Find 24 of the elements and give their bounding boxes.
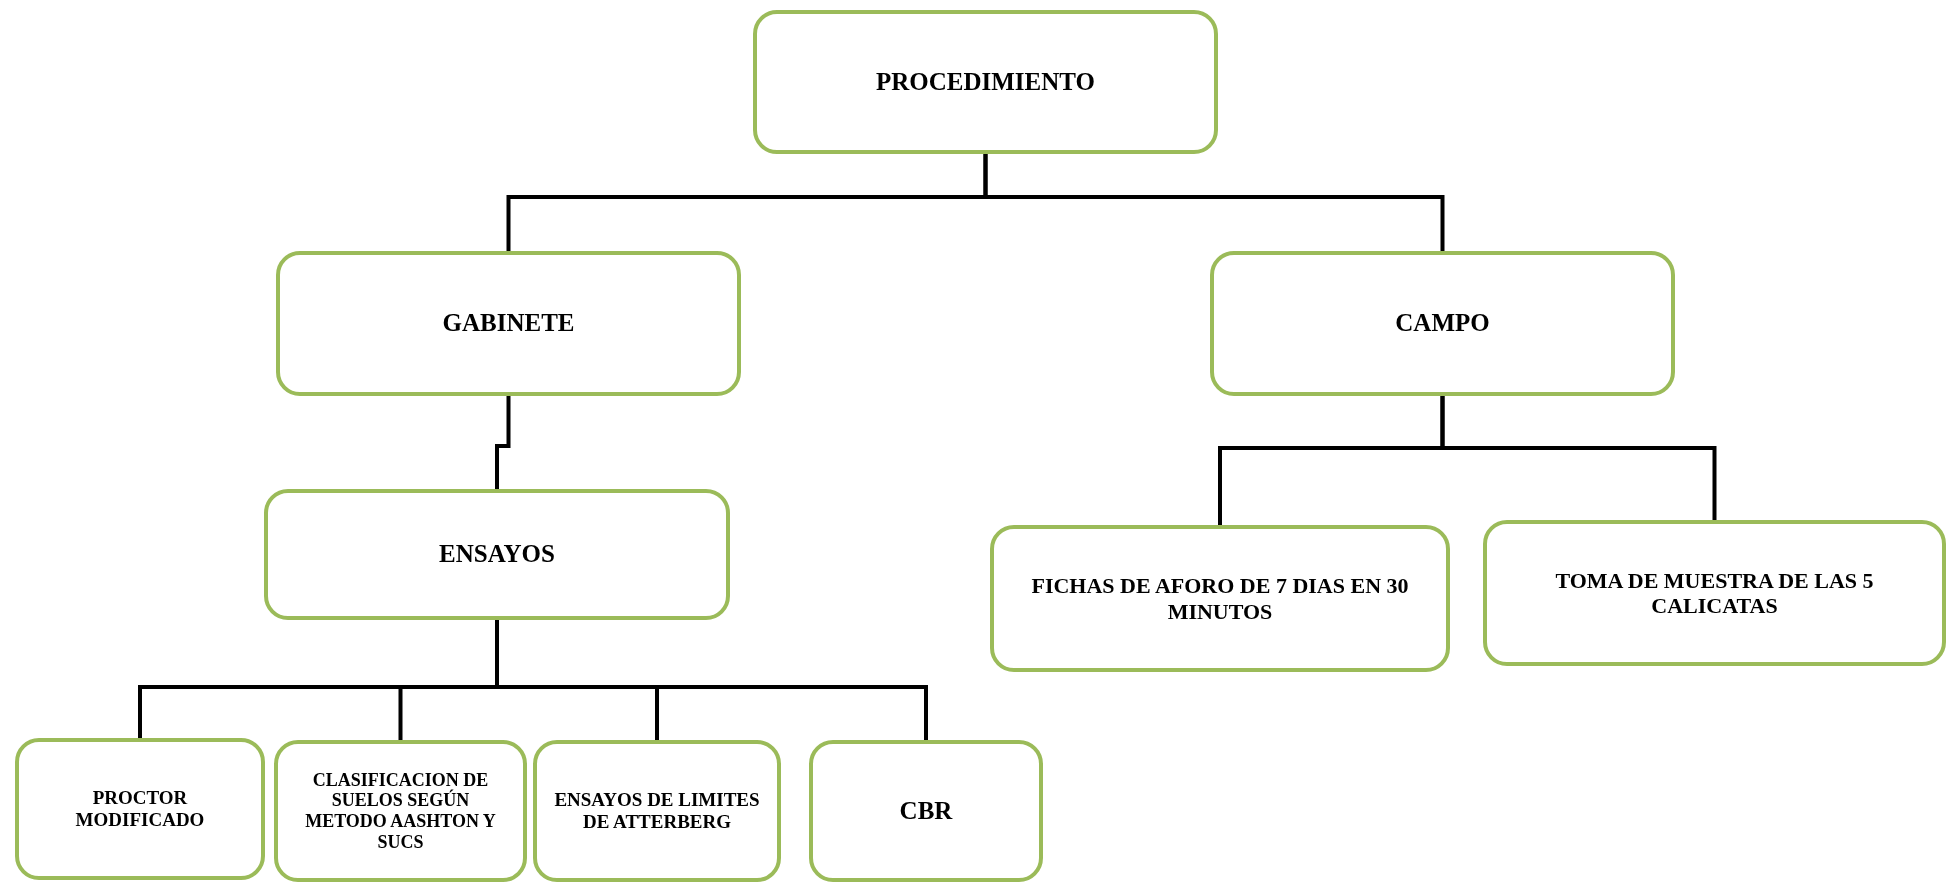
process-box [1483, 520, 1946, 666]
box-label: CBR [899, 796, 953, 826]
process-box [15, 738, 265, 880]
box-label: GABINETE [442, 309, 575, 338]
box-label: CLASIFICACION DE SUELOS SEGÚN METODO AASHTON Y SUCS [304, 769, 497, 853]
connector-line [495, 396, 511, 489]
process-box [274, 740, 527, 882]
box-label: ENSAYOS [439, 540, 555, 569]
box-label: PROCEDIMIENTO [876, 67, 1095, 97]
box-label: CAMPO [1395, 309, 1490, 338]
process-box [809, 740, 1043, 882]
process-box [533, 740, 781, 882]
box-label: ENSAYOS DE LIMITES DE ATTERBERG [553, 789, 761, 833]
process-box [990, 525, 1450, 672]
box-label: PROCTOR MODIFICADO [74, 787, 206, 831]
process-box [1210, 251, 1675, 396]
connector-line [1440, 396, 1717, 520]
box-label: TOMA DE MUESTRA DE LAS 5 CALICATAS [1554, 567, 1875, 619]
connector-line [983, 154, 1445, 251]
process-box [276, 251, 741, 396]
process-box [264, 489, 730, 620]
connector-line [495, 620, 928, 740]
process-box [753, 10, 1218, 154]
box-label: FICHAS DE AFORO DE 7 DIAS EN 30 MINUTOS [1030, 573, 1410, 624]
